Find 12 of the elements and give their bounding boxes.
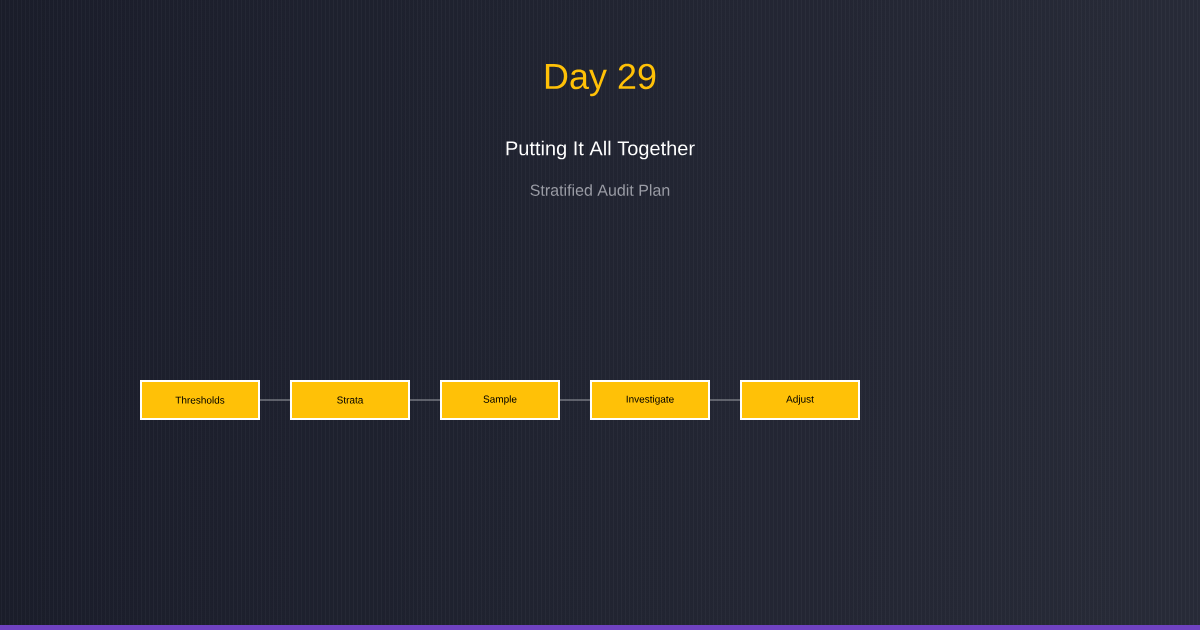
process-box: Adjust [740,380,860,420]
connector-line [559,399,591,401]
connector-line [709,399,741,401]
process-box: Investigate [590,380,710,420]
process-box: Thresholds [140,380,260,420]
title: Day 29 [545,63,656,97]
connector-line [259,399,291,401]
subheading: Stratified Audit Plan [530,184,670,196]
subtitle: Putting It All Together [506,140,695,160]
process-box: Sample [440,380,560,420]
process-box: Strata [290,380,410,420]
connector-line [409,399,441,401]
